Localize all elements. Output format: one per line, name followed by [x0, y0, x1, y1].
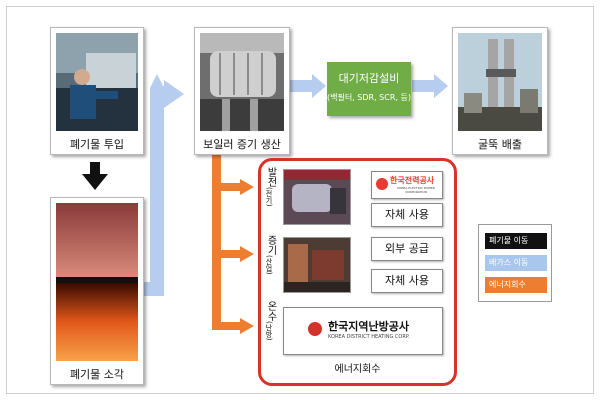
power-plant-photo	[283, 169, 351, 225]
kepco-logo-text: 한국전력공사	[390, 176, 435, 185]
legend-waste: 폐기물 이동	[485, 233, 547, 249]
waste-incineration-label: 폐기물 소각	[69, 368, 125, 381]
heating-label: 온수 (난방)	[265, 301, 279, 340]
steam-label-sub: (산업)	[265, 255, 273, 275]
power-self-use-box: 자체 사용	[371, 203, 443, 227]
kepco-logo-box: 한국전력공사 KOREA ELECTRIC POWER CORPORATION	[371, 171, 443, 199]
kdhc-logo-icon	[308, 322, 322, 336]
boiler-card: 보일러 증기 생산	[194, 27, 290, 155]
legend-energy: 에너지회수	[485, 277, 547, 293]
waste-input-photo	[56, 33, 138, 131]
air-pollution-control-box: 대기저감설비 (백필터, SDR, SCR, 등)	[327, 62, 411, 116]
legend-flue-gas: 배가스 이동	[485, 255, 547, 271]
steam-self-use-box: 자체 사용	[371, 269, 443, 293]
steam-label-main: 증기	[265, 235, 276, 255]
kdhc-logo-text: 한국지역난방공사	[328, 320, 409, 333]
chimney-label: 굴뚝 배출	[478, 138, 522, 151]
kepco-logo-subtext: KOREA ELECTRIC POWER CORPORATION	[397, 186, 435, 194]
air-pollution-subtitle: (백필터, SDR, SCR, 등)	[327, 93, 411, 102]
boiler-photo	[200, 33, 284, 131]
power-label: 발전 (전기)	[265, 167, 279, 206]
steam-label: 증기 (산업)	[265, 235, 279, 274]
power-label-main: 발전	[265, 167, 276, 187]
kdhc-logo-subtext: KOREA DISTRICT HEATING CORP.	[328, 334, 410, 340]
waste-incineration-card: 폐기물 소각	[50, 197, 144, 385]
waste-input-label: 폐기물 투입	[69, 138, 125, 151]
power-label-sub: (전기)	[265, 187, 273, 207]
incineration-photo	[56, 203, 138, 361]
heating-label-sub: (난방)	[265, 321, 273, 341]
external-supply-box: 외부 공급	[371, 237, 443, 261]
industrial-steam-photo	[283, 237, 351, 293]
kepco-logo-icon	[376, 178, 388, 190]
energy-recovery-box: 발전 (전기) 한국전력공사 KOREA ELECTRIC POWER CORP…	[258, 158, 457, 386]
boiler-label: 보일러 증기 생산	[203, 138, 281, 151]
air-pollution-title: 대기저감설비	[338, 72, 400, 85]
waste-input-card: 폐기물 투입	[50, 27, 144, 155]
legend: 폐기물 이동 배가스 이동 에너지회수	[478, 224, 552, 302]
heating-label-main: 온수	[265, 301, 276, 321]
energy-recovery-title: 에너지회수	[334, 364, 381, 375]
chimney-card: 굴뚝 배출	[452, 27, 548, 155]
page-frame	[6, 6, 594, 394]
chimney-photo	[458, 33, 542, 131]
kdhc-logo-box: 한국지역난방공사 KOREA DISTRICT HEATING CORP.	[283, 307, 443, 355]
